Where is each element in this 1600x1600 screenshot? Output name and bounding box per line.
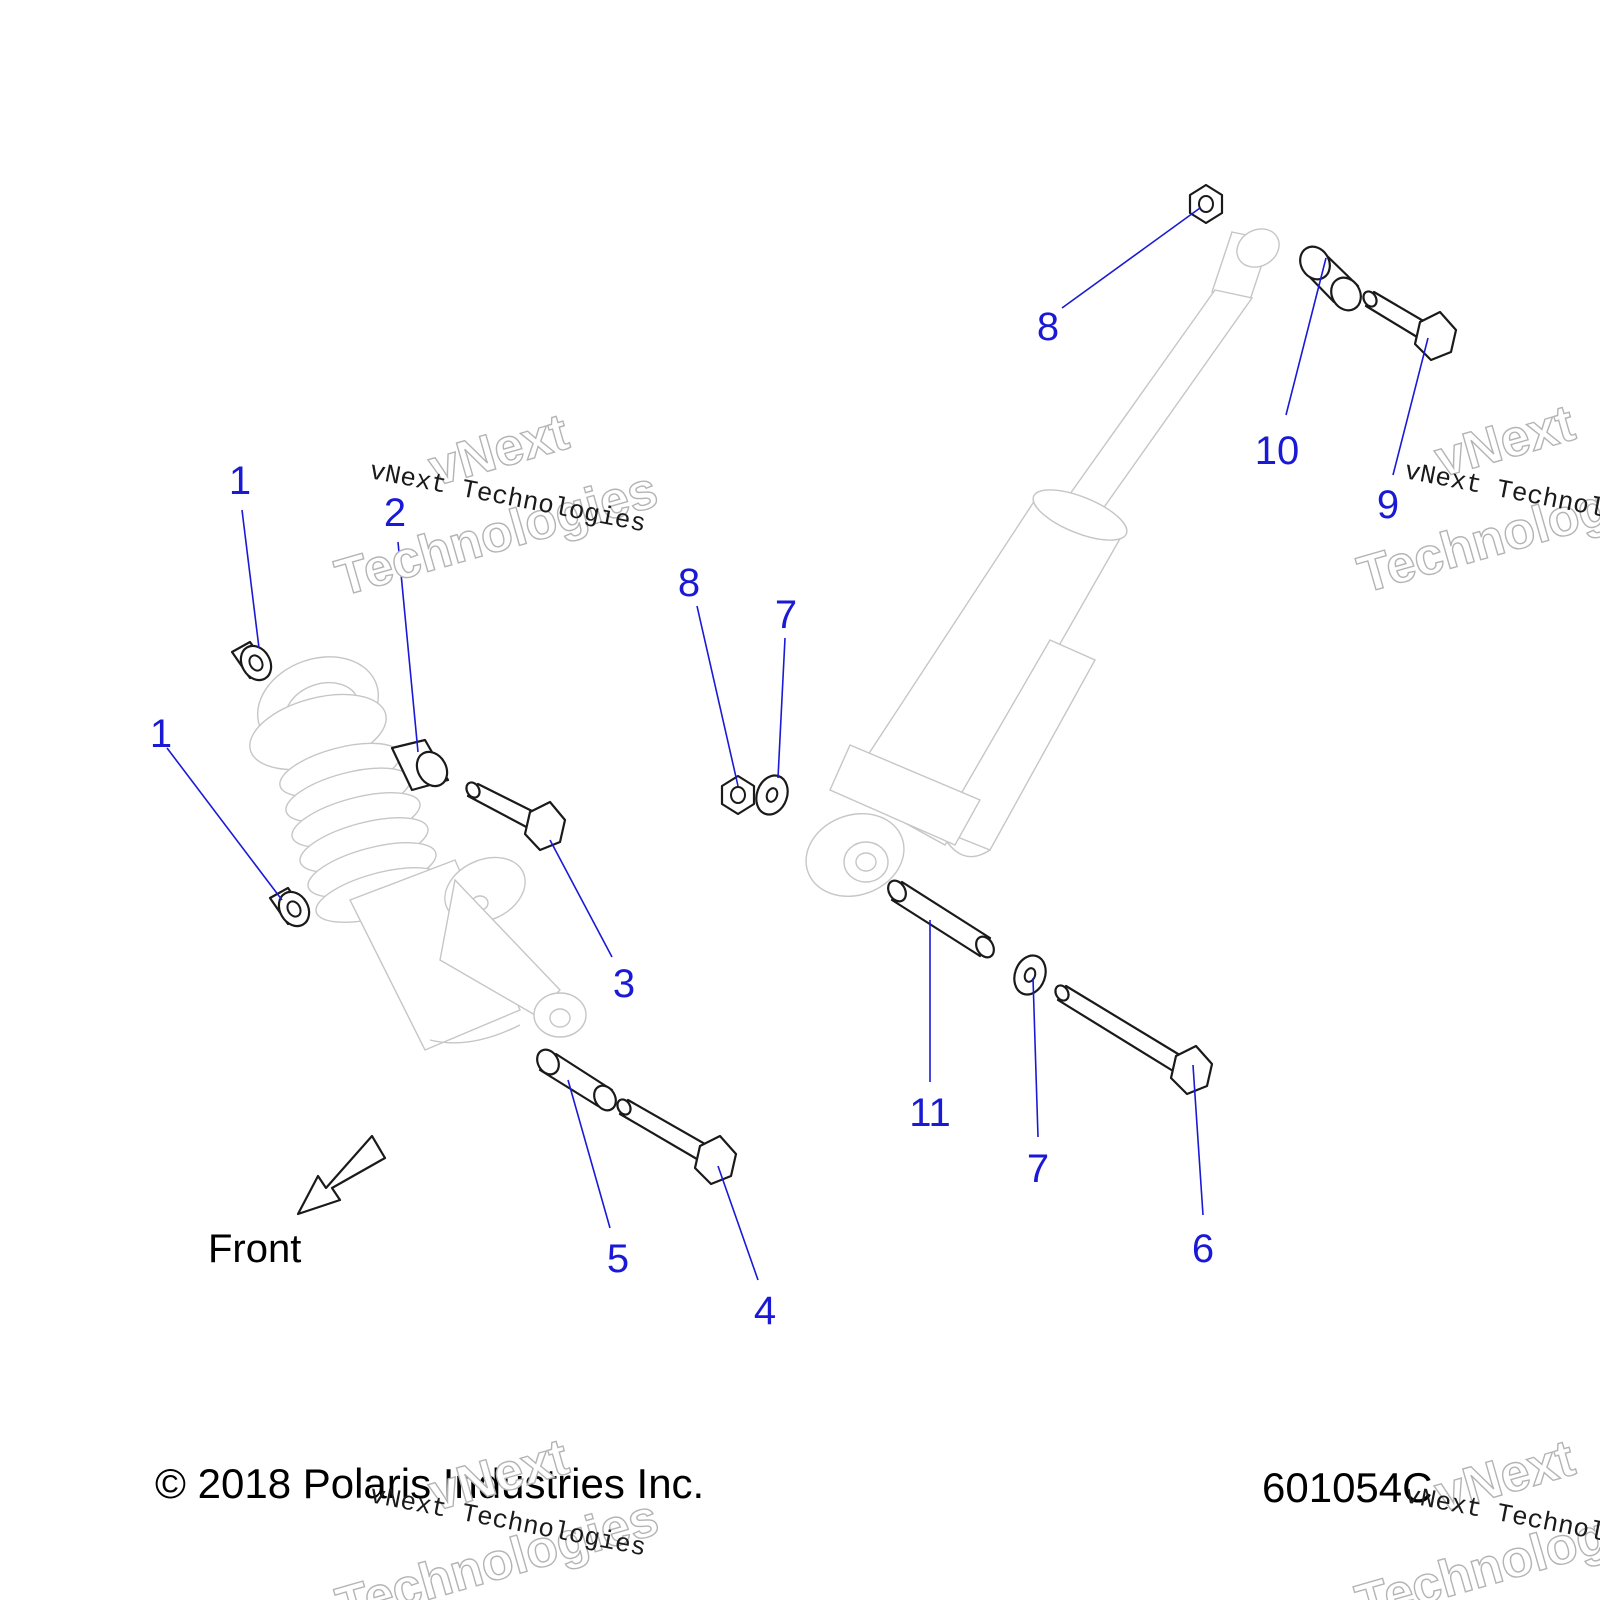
callout-2: 2 <box>384 491 406 535</box>
bolt-part <box>616 1098 738 1186</box>
callout-8: 8 <box>678 561 700 605</box>
callout-1: 1 <box>229 459 251 503</box>
bushing-part <box>230 640 273 682</box>
bolt-part <box>1362 290 1458 362</box>
washer-part <box>755 774 789 816</box>
front-direction-arrow: Front <box>208 1134 387 1271</box>
callout-7: 7 <box>775 593 797 637</box>
nut-part <box>1188 183 1224 225</box>
callout-8: 8 <box>1037 305 1059 349</box>
diagram-number: 601054C <box>1262 1464 1432 1511</box>
callout-5: 5 <box>607 1237 629 1281</box>
bolt-part <box>465 781 567 852</box>
sleeve-part <box>1299 245 1362 312</box>
arrow-icon <box>296 1134 387 1216</box>
callout-3: 3 <box>613 962 635 1006</box>
callout-6: 6 <box>1192 1227 1214 1271</box>
copyright-text: © 2018 Polaris Industries Inc. <box>155 1460 704 1507</box>
front-label: Front <box>208 1227 301 1271</box>
washer-part <box>1013 954 1047 996</box>
callout-labels: 1 1 2 3 4 5 6 7 7 8 8 9 10 11 <box>150 305 1399 1333</box>
right-shock-absorber <box>805 228 1280 897</box>
bolt-part <box>1054 984 1214 1096</box>
callout-11: 11 <box>909 1091 951 1135</box>
callout-10: 10 <box>1255 429 1300 473</box>
callout-4: 4 <box>754 1289 776 1333</box>
leader-lines <box>166 207 1429 1281</box>
sleeve-part <box>390 738 450 792</box>
callout-1: 1 <box>150 712 172 756</box>
left-shock-absorber <box>249 656 587 1051</box>
sleeve-part <box>536 1048 617 1112</box>
callout-9: 9 <box>1377 483 1399 527</box>
sleeve-part <box>887 879 995 959</box>
callout-7: 7 <box>1027 1147 1049 1191</box>
nut-part <box>720 774 756 816</box>
